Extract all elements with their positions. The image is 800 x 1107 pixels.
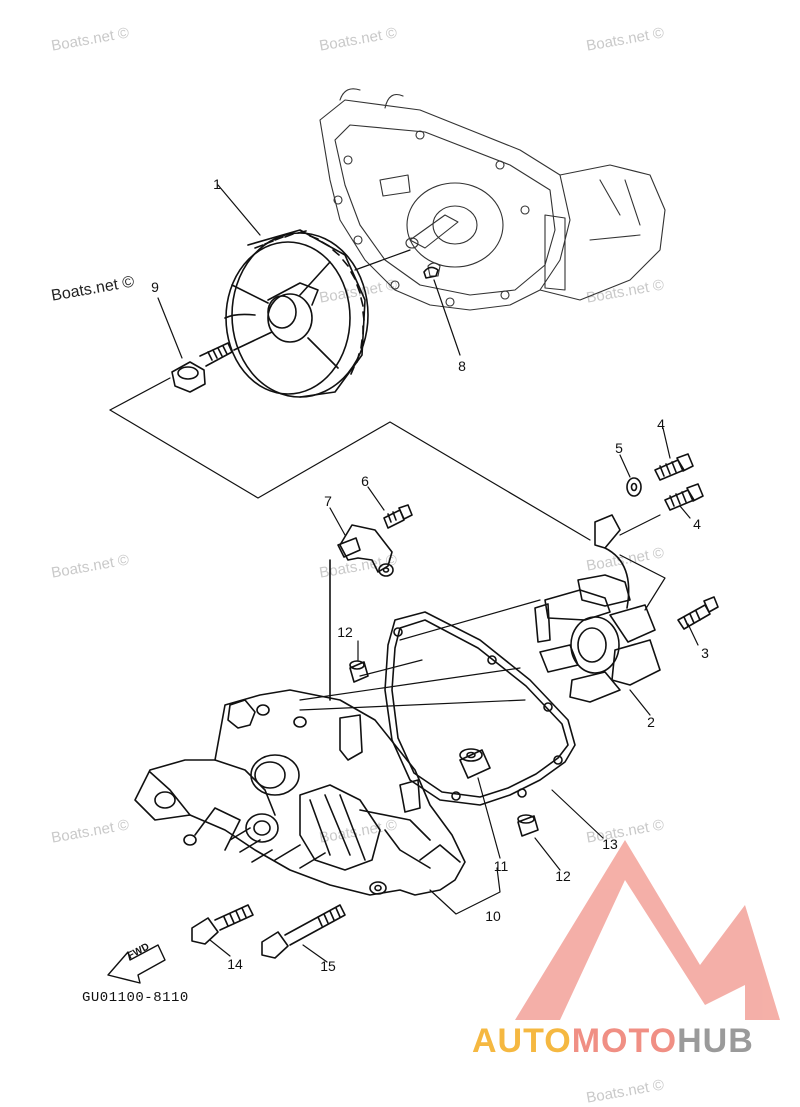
part-4-bolt-lower — [664, 483, 704, 511]
part-5-washer — [626, 477, 642, 497]
callout-11: 11 — [493, 858, 509, 874]
leader-lines — [109, 184, 699, 963]
brand-logo-icon — [515, 840, 780, 1020]
callout-14: 14 — [227, 956, 243, 972]
brand-wordmark: AUTOMOTOHUB — [472, 1022, 754, 1061]
callout-3: 3 — [701, 645, 709, 661]
callout-2: 2 — [647, 714, 655, 730]
forward-arrow-icon — [107, 944, 166, 984]
part-10-cover-housing — [134, 689, 466, 896]
engine-crankcase-outline — [319, 88, 666, 311]
part-12-dowel-upper — [349, 660, 369, 683]
callout-9: 9 — [151, 279, 159, 295]
callout-8: 8 — [458, 358, 466, 374]
callout-13: 13 — [602, 836, 618, 852]
part-7-bracket — [329, 524, 394, 701]
callout-1: 1 — [213, 176, 221, 192]
brand-part-moto: MOTO — [571, 1022, 678, 1060]
brand-part-hub: HUB — [677, 1022, 754, 1060]
callout-10: 10 — [485, 908, 501, 924]
callout-12: 12 — [337, 624, 353, 640]
callout-6: 6 — [361, 473, 369, 489]
callout-4: 4 — [657, 416, 665, 432]
part-8-key — [423, 266, 439, 279]
callout-15: 15 — [320, 958, 336, 974]
part-13-gasket — [384, 611, 576, 806]
part-1-flywheel — [224, 229, 369, 398]
part-4-bolt-upper — [654, 453, 694, 481]
part-11-collar — [459, 748, 491, 779]
part-12-dowel-lower — [517, 814, 539, 837]
part-3-bolt — [677, 596, 719, 630]
part-6-screw — [383, 504, 413, 529]
brand-part-auto: AUTO — [472, 1022, 572, 1060]
figure-code: GU01100-8110 — [82, 990, 189, 1006]
part-14-bolt — [191, 904, 254, 945]
callout-12b: 12 — [555, 868, 571, 884]
part-9-bolt — [171, 342, 233, 393]
callout-4b: 4 — [693, 516, 701, 532]
part-15-bolt — [261, 904, 346, 959]
callout-5: 5 — [615, 440, 623, 456]
part-2-stator — [534, 514, 661, 703]
callout-7: 7 — [324, 493, 332, 509]
